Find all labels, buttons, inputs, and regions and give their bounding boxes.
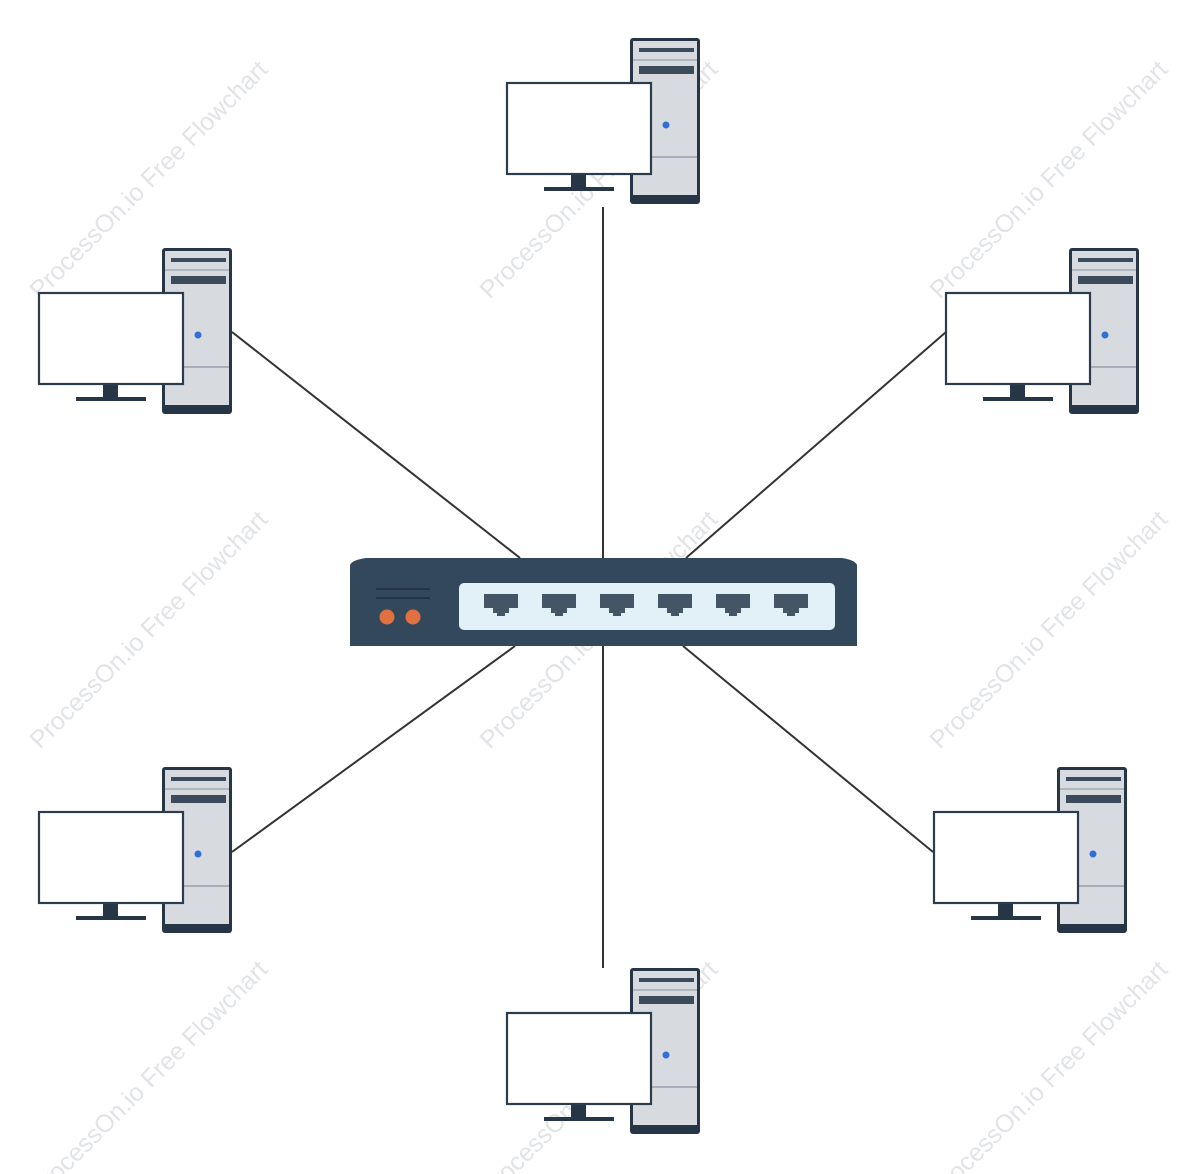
watermark-text: ProcessOn.io Free Flowchart: [924, 956, 1173, 1174]
watermark-text: ProcessOn.io Free Flowchart: [24, 956, 273, 1174]
connection-line: [231, 331, 521, 559]
switch-led: [379, 609, 395, 625]
watermark-text: ProcessOn.io Free Flowchart: [924, 506, 1173, 755]
network-switch-icon: [350, 558, 857, 646]
connection-line: [231, 645, 516, 853]
connection-line: [682, 645, 934, 853]
computer-bottom: [505, 966, 702, 1136]
watermark-text: ProcessOn.io Free Flowchart: [24, 56, 273, 305]
switch-led: [405, 609, 421, 625]
connection-line: [685, 331, 947, 559]
connection-lines: [231, 207, 947, 968]
computer-lower-left: [37, 765, 234, 935]
computer-lower-right: [932, 765, 1129, 935]
watermark-text: ProcessOn.io Free Flowchart: [24, 506, 273, 755]
